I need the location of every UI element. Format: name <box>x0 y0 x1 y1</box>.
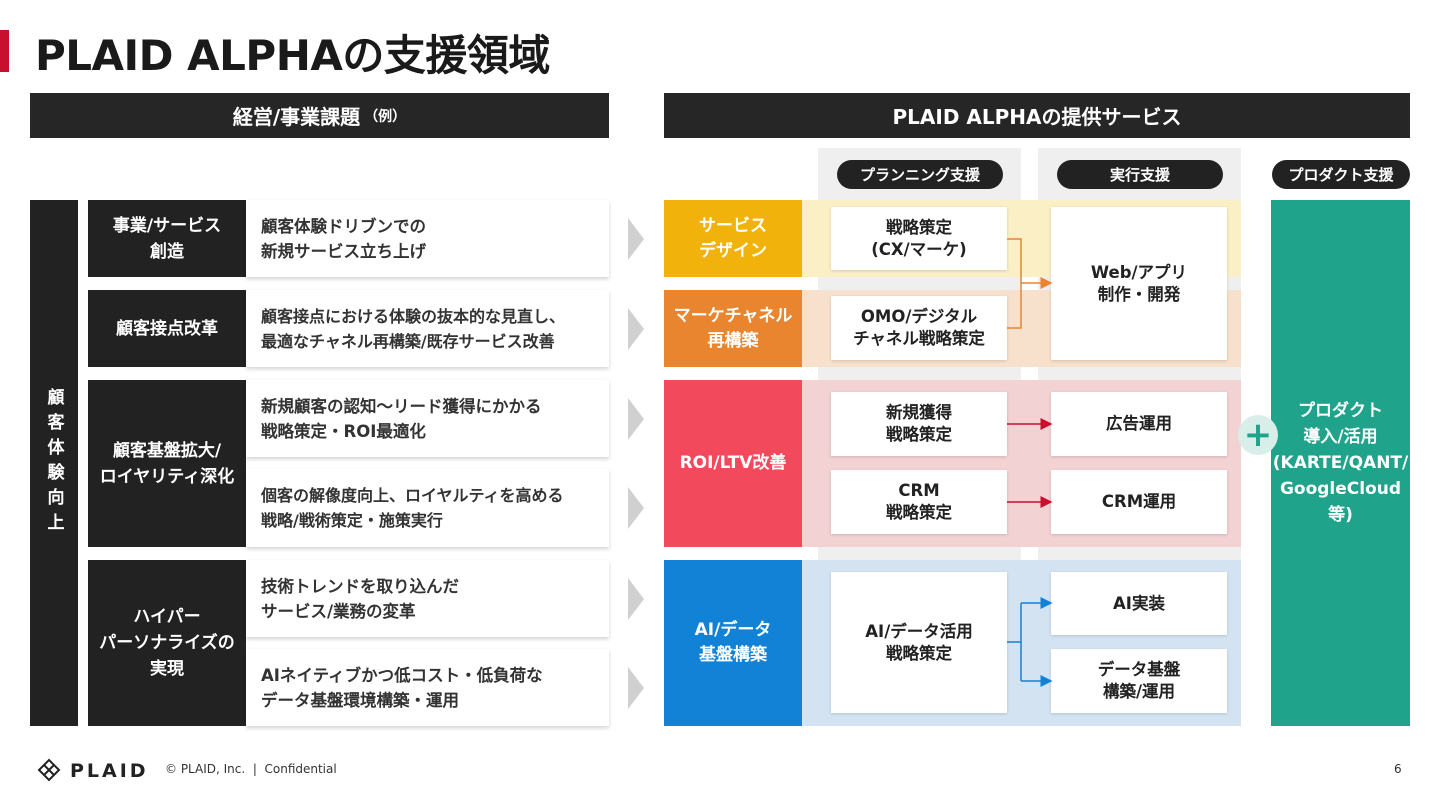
execution-support-pill: 実行支援 <box>1057 160 1223 189</box>
left-header-note: （例） <box>364 108 407 125</box>
chevron-right-icon <box>628 667 644 709</box>
page-number: 6 <box>1394 762 1402 776</box>
plus-icon: + <box>1238 415 1278 455</box>
issue-description: 新規顧客の認知〜リード獲得にかかる 戦略策定・ROI最適化 <box>246 380 609 457</box>
planning-box-omo: OMO/デジタル チャネル戦略策定 <box>831 296 1007 360</box>
product-support-pill: プロダクト支援 <box>1272 160 1410 189</box>
issue-description: 顧客接点における体験の抜本的な見直し、 最適なチャネル再構築/既存サービス改善 <box>246 290 609 367</box>
category-touchpoint-reform: 顧客接点改革 <box>88 290 246 367</box>
footer-logo-text: PLAID <box>70 760 149 782</box>
footer-copyright: © PLAID, Inc. | Confidential <box>165 762 337 776</box>
plaid-logo-icon <box>37 758 61 782</box>
execution-box-data-platform: データ基盤 構築/運用 <box>1051 649 1227 713</box>
execution-box-ai-implementation: AI実装 <box>1051 572 1227 635</box>
left-section-header: 経営/事業課題（例） <box>30 93 609 138</box>
chevron-right-icon <box>628 398 644 440</box>
planning-box-strategy-cx: 戦略策定 (CX/マーケ) <box>831 207 1007 270</box>
issue-description: AIネイティブかつ低コスト・低負荷な データ基盤環境構築・運用 <box>246 649 609 726</box>
category-hyper-personalize: ハイパー パーソナライズの 実現 <box>88 560 246 726</box>
chevron-right-icon <box>628 218 644 260</box>
page-title: PLAID ALPHAの支援領域 <box>35 31 550 80</box>
service-category-marketing-channel: マーケチャネル 再構築 <box>664 290 802 367</box>
category-customer-base: 顧客基盤拡大/ ロイヤリティ深化 <box>88 380 246 547</box>
planning-box-crm-strategy: CRM 戦略策定 <box>831 470 1007 534</box>
service-category-service-design: サービス デザイン <box>664 200 802 277</box>
chevron-right-icon <box>628 308 644 350</box>
chevron-right-icon <box>628 487 644 529</box>
issue-description: 個客の解像度向上、ロイヤルティを高める 戦略/戦術策定・施策実行 <box>246 469 609 547</box>
execution-box-web-app: Web/アプリ 制作・開発 <box>1051 207 1227 360</box>
vertical-label-customer-experience: 顧客体験向上 <box>30 200 78 726</box>
planning-support-pill: プランニング支援 <box>837 160 1003 189</box>
title-accent-bar <box>0 30 9 72</box>
chevron-right-icon <box>628 578 644 620</box>
category-business-creation: 事業/サービス 創造 <box>88 200 246 277</box>
execution-box-crm-ops: CRM運用 <box>1051 470 1227 534</box>
right-section-header: PLAID ALPHAの提供サービス <box>664 93 1410 138</box>
planning-box-new-acquisition: 新規獲得 戦略策定 <box>831 392 1007 456</box>
service-category-ai-data: AI/データ 基盤構築 <box>664 560 802 726</box>
planning-box-ai-data-strategy: AI/データ活用 戦略策定 <box>831 572 1007 713</box>
execution-box-ads: 広告運用 <box>1051 392 1227 456</box>
issue-description: 技術トレンドを取り込んだ サービス/業務の変革 <box>246 560 609 637</box>
service-category-roi-ltv: ROI/LTV改善 <box>664 380 802 547</box>
issue-description: 顧客体験ドリブンでの 新規サービス立ち上げ <box>246 200 609 277</box>
left-header-main: 経営/事業課題 <box>232 105 361 129</box>
product-support-box: プロダクト 導入/活用 (KARTE/QANT/ GoogleCloud等) <box>1271 200 1410 726</box>
